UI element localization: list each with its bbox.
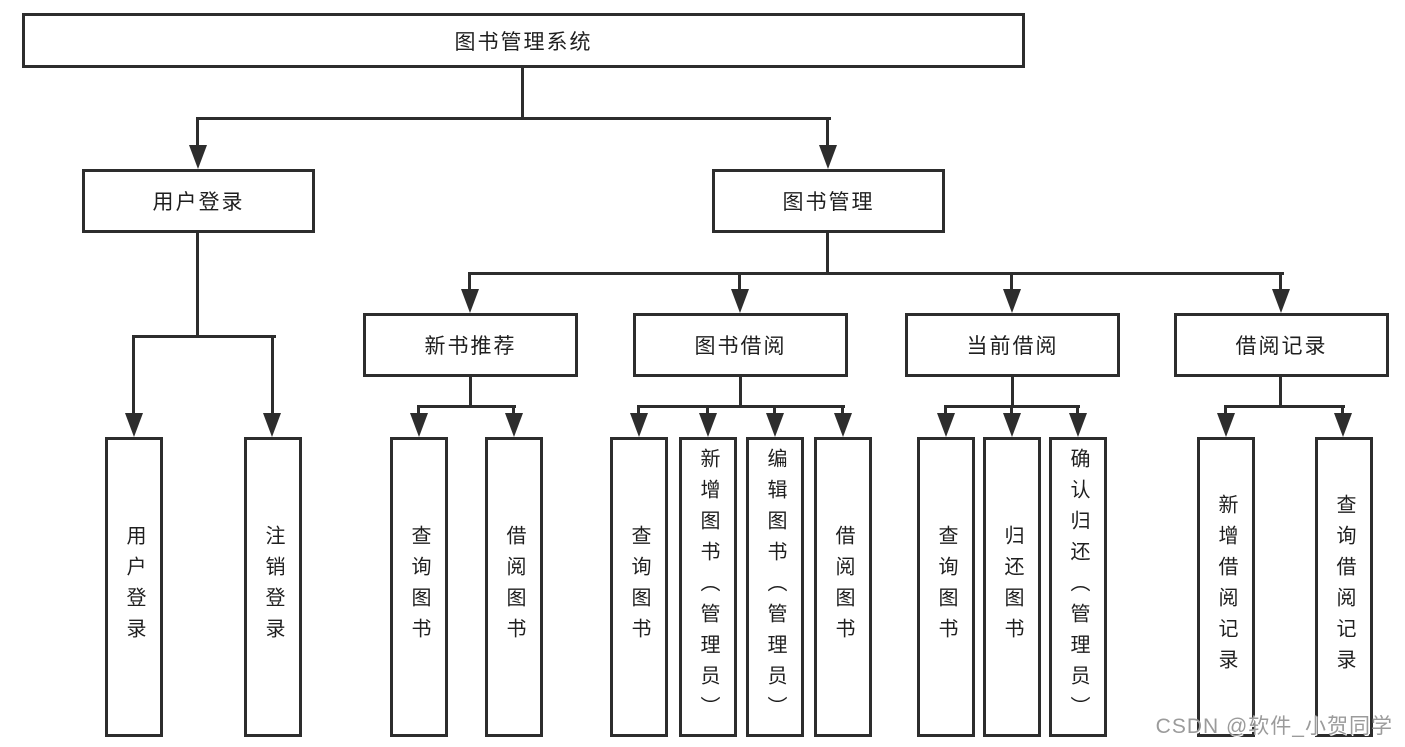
connector-line [417, 405, 420, 417]
leaf-logout-label: 注销登录 [262, 525, 284, 649]
leaf-return-books: 归还图书 [983, 437, 1041, 737]
connector-line [196, 117, 199, 150]
leaf-logout: 注销登录 [244, 437, 302, 737]
leaf-query-borrow-record: 查询借阅记录 [1315, 437, 1373, 737]
connector-line [1224, 405, 1345, 408]
connector-line [1279, 272, 1282, 294]
arrow-down-icon [766, 413, 784, 437]
connector-line [1224, 405, 1227, 417]
node-current-borrow-label: 当前借阅 [966, 335, 1059, 358]
arrow-down-icon [410, 413, 428, 437]
node-book-management: 图书管理 [712, 169, 945, 233]
leaf-borrow-books-1: 借阅图书 [485, 437, 543, 737]
node-borrow-records: 借阅记录 [1174, 313, 1389, 377]
arrow-down-icon [189, 145, 207, 169]
connector-line [738, 272, 741, 294]
connector-line [468, 272, 1284, 275]
connector-line [521, 68, 524, 120]
leaf-confirm-return-admin-label: 确认归还（管理员） [1067, 447, 1089, 727]
arrow-down-icon [699, 413, 717, 437]
leaf-edit-books-admin: 编辑图书（管理员） [746, 437, 804, 737]
connector-line [1279, 377, 1282, 407]
node-root-label: 图书管理系统 [454, 30, 593, 54]
arrow-down-icon [1003, 413, 1021, 437]
arrow-down-icon [1003, 289, 1021, 313]
arrow-down-icon [731, 289, 749, 313]
connector-line [706, 405, 709, 417]
connector-line [417, 405, 516, 408]
leaf-query-books-3-label: 查询图书 [935, 525, 957, 649]
connector-line [773, 405, 776, 417]
connector-line [1076, 405, 1079, 417]
arrow-down-icon [461, 289, 479, 313]
connector-line [944, 405, 947, 417]
arrow-down-icon [937, 413, 955, 437]
node-user-login: 用户登录 [82, 169, 315, 233]
leaf-confirm-return-admin: 确认归还（管理员） [1049, 437, 1107, 737]
leaf-borrow-books-1-label: 借阅图书 [503, 525, 525, 649]
leaf-add-borrow-record: 新增借阅记录 [1197, 437, 1255, 737]
arrow-down-icon [263, 413, 281, 437]
leaf-borrow-books-2: 借阅图书 [814, 437, 872, 737]
connector-line [826, 233, 829, 275]
connector-line [469, 377, 472, 407]
arrow-down-icon [1217, 413, 1235, 437]
leaf-query-books-2: 查询图书 [610, 437, 668, 737]
connector-line [132, 335, 276, 338]
leaf-edit-books-admin-label: 编辑图书（管理员） [764, 447, 786, 727]
connector-line [826, 117, 829, 150]
connector-line [1010, 272, 1013, 294]
leaf-query-books-2-label: 查询图书 [628, 525, 650, 649]
node-book-borrow-label: 图书借阅 [694, 335, 787, 358]
arrow-down-icon [819, 145, 837, 169]
connector-line [1341, 405, 1344, 417]
connector-line [512, 405, 515, 417]
node-borrow-records-label: 借阅记录 [1235, 335, 1328, 358]
node-book-borrow: 图书借阅 [633, 313, 848, 377]
node-new-book-recommend: 新书推荐 [363, 313, 578, 377]
connector-line [196, 117, 831, 120]
watermark: CSDN @软件_小贺同学 [1155, 715, 1393, 738]
leaf-borrow-books-2-label: 借阅图书 [832, 525, 854, 649]
leaf-return-books-label: 归还图书 [1001, 525, 1023, 649]
node-new-book-recommend-label: 新书推荐 [424, 335, 517, 358]
arrow-down-icon [1272, 289, 1290, 313]
leaf-add-books-admin-label: 新增图书（管理员） [697, 447, 719, 727]
leaf-user-login: 用户登录 [105, 437, 163, 737]
leaf-query-books-1: 查询图书 [390, 437, 448, 737]
node-book-management-label: 图书管理 [782, 191, 875, 214]
leaf-add-borrow-record-label: 新增借阅记录 [1215, 494, 1237, 680]
arrow-down-icon [630, 413, 648, 437]
connector-line [637, 405, 845, 408]
leaf-add-books-admin: 新增图书（管理员） [679, 437, 737, 737]
node-current-borrow: 当前借阅 [905, 313, 1120, 377]
arrow-down-icon [1069, 413, 1087, 437]
arrow-down-icon [505, 413, 523, 437]
connector-line [1011, 377, 1014, 407]
connector-line [1010, 405, 1013, 417]
node-user-login-label: 用户登录 [152, 191, 245, 214]
connector-line [196, 233, 199, 338]
connector-line [468, 272, 471, 294]
node-root: 图书管理系统 [22, 13, 1025, 68]
leaf-query-books-3: 查询图书 [917, 437, 975, 737]
connector-line [637, 405, 640, 417]
connector-line [271, 335, 274, 419]
arrow-down-icon [125, 413, 143, 437]
leaf-query-books-1-label: 查询图书 [408, 525, 430, 649]
connector-line [132, 335, 135, 419]
arrow-down-icon [1334, 413, 1352, 437]
leaf-query-borrow-record-label: 查询借阅记录 [1333, 494, 1355, 680]
connector-line [739, 377, 742, 407]
arrow-down-icon [834, 413, 852, 437]
connector-line [841, 405, 844, 417]
leaf-user-login-label: 用户登录 [123, 525, 145, 649]
